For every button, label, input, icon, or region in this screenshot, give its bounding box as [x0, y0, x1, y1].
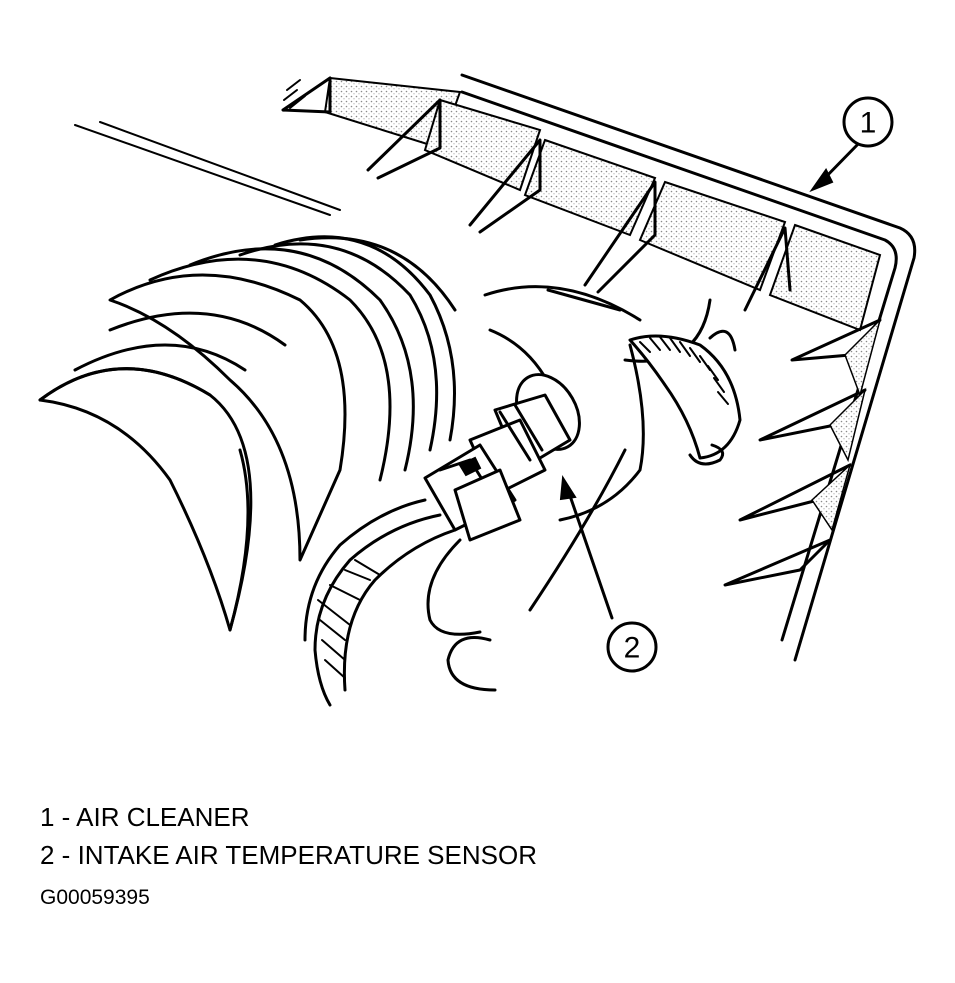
iat-sensor — [423, 373, 614, 620]
inlet-collar — [483, 285, 742, 522]
air-cleaner-illustration: 1 2 — [38, 73, 917, 707]
legend-item-air-cleaner: 1 - AIR CLEANER — [40, 802, 250, 832]
wiring-harness — [303, 448, 627, 707]
callout-1-circle — [842, 96, 894, 148]
callout-2-circle — [606, 621, 658, 673]
figure-id: G00059395 — [40, 886, 150, 909]
air-cleaner-housing — [281, 73, 917, 662]
legend: 1 - AIR CLEANER 2 - INTAKE AIR TEMPERATU… — [40, 798, 537, 874]
legend-item-iat-sensor: 2 - INTAKE AIR TEMPERATURE SENSOR — [40, 840, 537, 870]
background-lines — [74, 121, 341, 216]
intake-hose — [38, 235, 457, 632]
callout-1: 1 — [842, 96, 894, 148]
callout-2-number: 2 — [624, 632, 641, 665]
callout-1-number: 1 — [860, 107, 877, 140]
callout-2: 2 — [606, 621, 658, 673]
